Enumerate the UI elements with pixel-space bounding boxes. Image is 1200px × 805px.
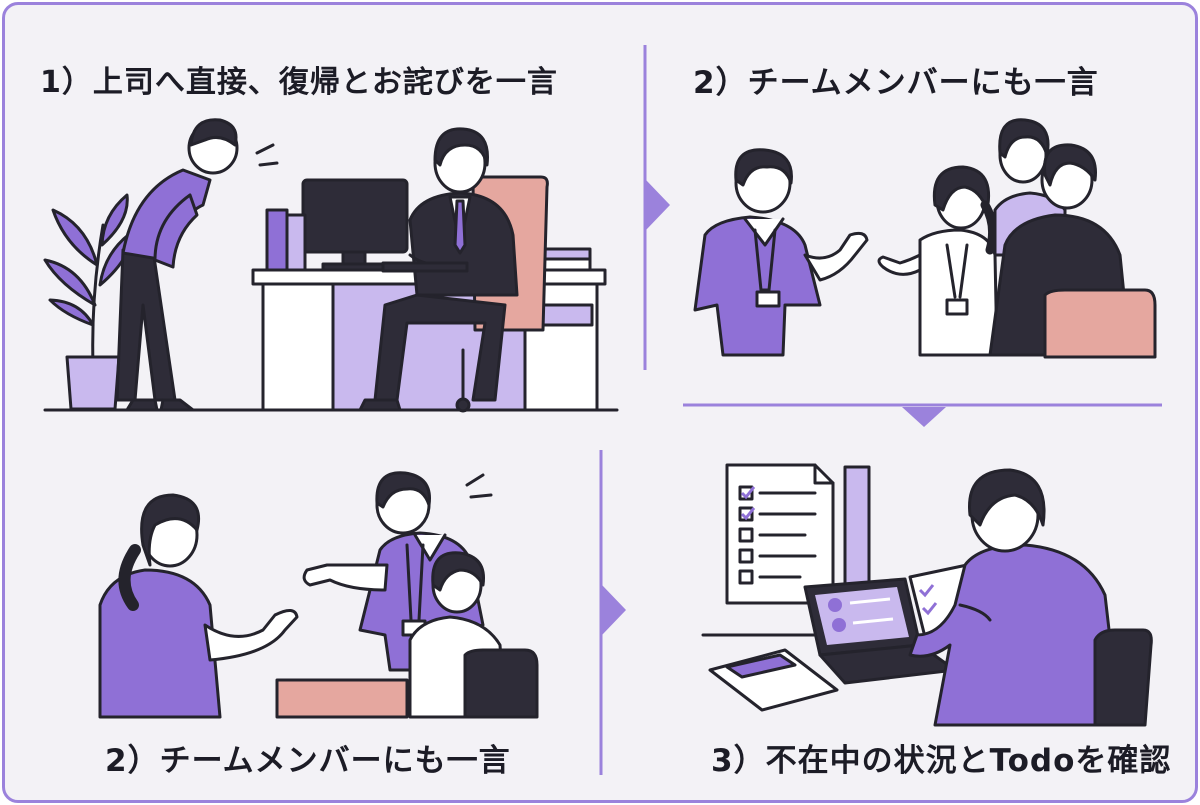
panel-title: 3）不在中の状況とTodoを確認 — [711, 743, 1172, 779]
scene-boss-apology — [43, 118, 619, 413]
scene-todo-check — [701, 463, 1153, 727]
panel-title: 2）チームメンバーにも一言 — [105, 743, 511, 779]
bowing-employee — [115, 118, 279, 412]
colleague-woman — [877, 165, 999, 357]
scene-team-greeting-top — [693, 118, 1157, 359]
panel-dividers — [599, 45, 1162, 775]
scene-team-greeting-bottom — [98, 471, 539, 719]
panel-4: 3）不在中の状況とTodoを確認 — [601, 405, 1195, 800]
panel-title: 2）チームメンバーにも一言 — [693, 65, 1099, 101]
arrow-right-icon — [602, 585, 626, 635]
panel-3: 2）チームメンバーにも一言 — [5, 405, 601, 800]
arrow-down-icon — [902, 407, 946, 427]
employee-reviewing — [908, 468, 1122, 727]
panel-1: 1）上司へ直接、復帰とお詫びを一言 — [5, 5, 645, 405]
arrow-right-icon — [646, 180, 670, 230]
illustration-canvas — [43, 45, 1162, 775]
colleague-woman — [98, 493, 299, 719]
panel-title: 1）上司へ直接、復帰とお詫びを一言 — [40, 65, 558, 100]
employee-speaking — [693, 148, 869, 357]
checklist-icon — [725, 463, 835, 605]
panel-2: 2）チームメンバーにも一言 — [645, 5, 1195, 405]
laptop-icon — [803, 577, 957, 685]
